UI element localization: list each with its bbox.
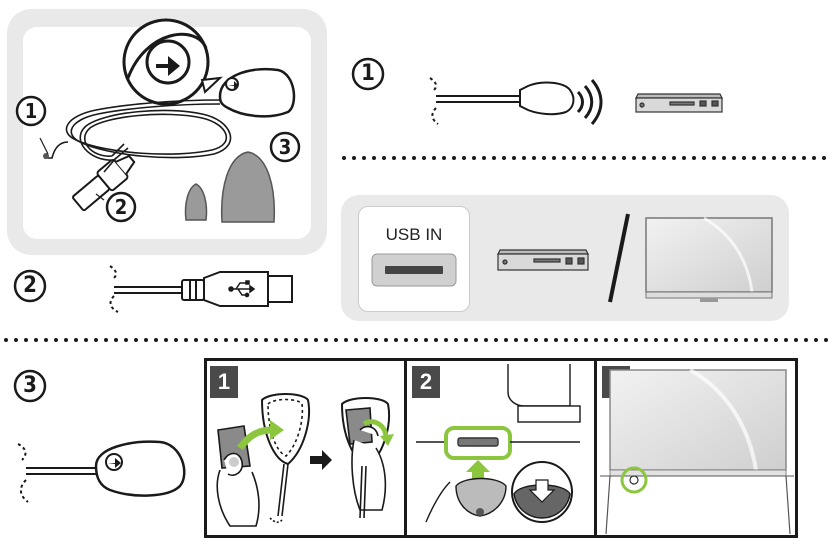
step-3-tv-location-illustration [600,362,794,534]
section-1-callout: 1 [350,56,386,92]
section-3-callout: 3 [12,368,48,404]
callout-2-kit: 2 [104,190,138,224]
ir-blaster-kit-illustration [6,8,328,256]
callout-3-kit: 3 [268,130,302,164]
usb-symbol-icon [228,280,258,298]
dotted-divider [2,336,834,344]
usb-port-icon [371,253,457,287]
set-top-box-icon [634,92,724,116]
step-divider [594,358,597,538]
tv-icon [644,216,774,304]
usb-in-port-card: USB IN [358,206,470,312]
separator-slash [604,210,634,306]
steps-frame [204,358,798,538]
set-top-box-icon [496,248,590,274]
step-1-peel-adhesive-illustration [210,390,400,532]
ir-blaster-transmitting-illustration [420,72,610,132]
step-badge-1: 1 [210,366,238,398]
step-2-attach-illustration [410,362,592,534]
dotted-divider [340,154,832,162]
step-badge-2: 2 [412,366,440,398]
ir-blaster-head-illustration [10,436,196,508]
signal-waves-icon [572,78,606,126]
usb-cable-illustration [100,262,300,314]
usb-in-label: USB IN [385,225,443,244]
step-divider [404,358,407,538]
section-2-callout: 2 [12,268,48,304]
callout-1-kit: 1 [14,94,48,128]
